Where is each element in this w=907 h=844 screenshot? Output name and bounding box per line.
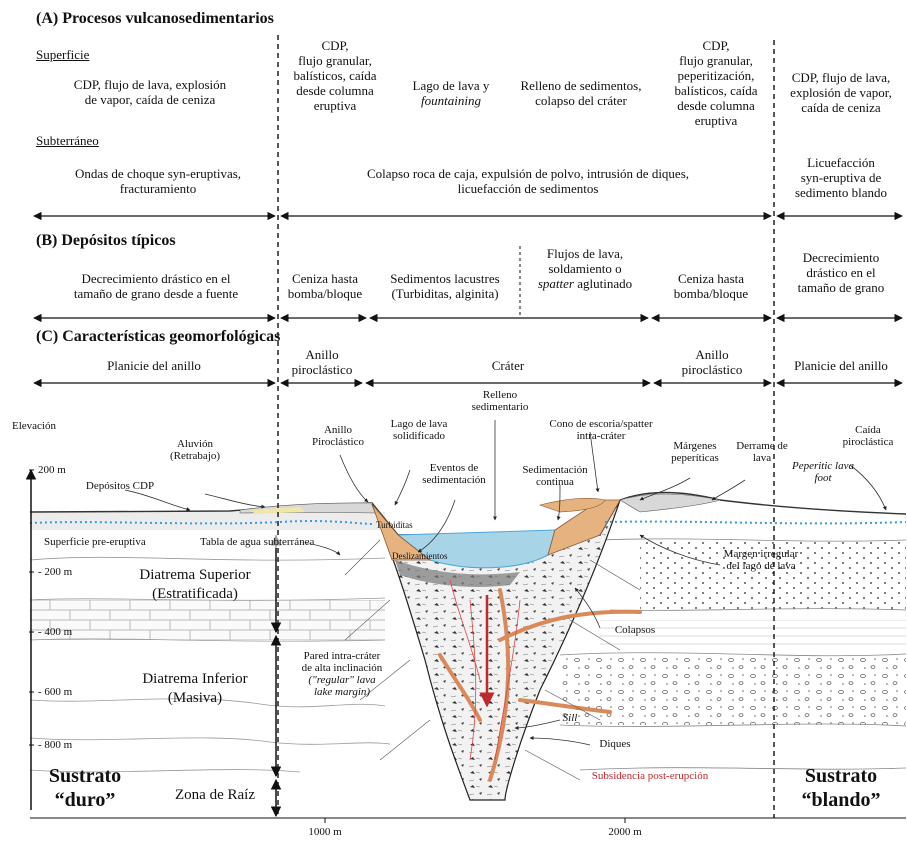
label-cdp: Depósitos CDP: [70, 480, 170, 492]
geo-plain-right: Planicie del anillo: [778, 358, 904, 373]
surface-left-text: CDP, flujo de lava, explosión de vapor, …: [40, 77, 260, 107]
label-diatrema-superior: Diatrema Superior (Estratificada): [120, 566, 270, 604]
label-zona-raiz: Zona de Raíz: [160, 786, 270, 805]
label-tabla: Tabla de agua subterránea: [200, 536, 314, 548]
depth-tick-200: 200 m: [38, 464, 66, 476]
label-superficie: Superficie pre-eruptiva: [44, 536, 146, 548]
label-sill: Sill: [555, 712, 585, 724]
depth-tick-minus-800: - 800 m: [38, 739, 72, 751]
x-tick-2000: 2000 m: [602, 826, 648, 838]
subsurface-right-text: Licuefacción syn-eruptiva de sedimento b…: [778, 155, 904, 200]
elevation-label: Elevación: [12, 420, 56, 432]
geo-crater: Cráter: [366, 358, 650, 373]
label-turbiditas: Turbiditas: [376, 520, 413, 530]
label-deslizamientos: Deslizamientos: [392, 551, 448, 561]
surface-label: Superficie: [36, 47, 89, 62]
label-caida: Caída piroclástica: [830, 424, 906, 448]
section-c-title: (C) Características geomorfológicas: [36, 328, 280, 346]
geo-ring-left: Anillo piroclástico: [282, 347, 362, 377]
depth-tick-minus-400: - 400 m: [38, 626, 72, 638]
label-colapsos: Colapsos: [600, 624, 670, 636]
label-margen-irregular: Margen irregular del lago de lava: [706, 548, 816, 572]
deposits-lacustrine-text: Sedimentos lacustres (Turbiditas, algini…: [372, 271, 518, 301]
label-peperitic: Peperitic lava foot: [778, 460, 868, 484]
label-diques: Diques: [590, 738, 640, 750]
label-sustrato-blando: Sustrato “blando”: [786, 764, 896, 812]
subsurface-label: Subterráneo: [36, 133, 99, 148]
depth-tick-minus-600: - 600 m: [38, 686, 72, 698]
label-diatrema-inferior: Diatrema Inferior (Masiva): [120, 670, 270, 708]
depth-tick-minus-200: - 200 m: [38, 566, 72, 578]
label-aluvion: Aluvión (Retrabajo): [150, 438, 240, 462]
x-tick-1000: 1000 m: [302, 826, 348, 838]
section-a-title: (A) Procesos vulcanosedimentarios: [36, 10, 274, 28]
subsurface-center-text: Colapso roca de caja, expulsión de polvo…: [288, 166, 768, 196]
deposits-ash-left-text: Ceniza hasta bomba/bloque: [282, 271, 368, 301]
geo-plain-left: Planicie del anillo: [36, 358, 272, 373]
deposits-lava-text: Flujos de lava, soldamiento o spatter ag…: [522, 246, 648, 291]
label-relleno: Relleno sedimentario: [455, 389, 545, 413]
surface-lake-text: Lago de lava y fountaining: [396, 78, 506, 108]
label-cono: Cono de escoria/spatter intra-cráter: [536, 418, 666, 442]
label-subsidencia: Subsidencia post-erupción: [570, 770, 730, 782]
label-pared: Pared intra-cráter de alta inclinación (…: [292, 650, 392, 698]
surface-ring-right-text: CDP, flujo granular, peperitización, bal…: [660, 38, 772, 128]
deposits-ash-right-text: Ceniza hasta bomba/bloque: [652, 271, 770, 301]
section-b-title: (B) Depósitos típicos: [36, 232, 176, 250]
label-anillo: Anillo Piroclástico: [298, 424, 378, 448]
geo-ring-right: Anillo piroclástico: [654, 347, 770, 377]
deposits-left-text: Decrecimiento drástico en el tamaño de g…: [36, 271, 276, 301]
label-sustrato-duro: Sustrato “duro”: [30, 764, 140, 812]
subsurface-left-text: Ondas de choque syn-eruptivas, fracturam…: [40, 166, 276, 196]
surface-fill-text: Relleno de sedimentos, colapso del cráte…: [506, 78, 656, 108]
surface-right-text: CDP, flujo de lava, explosión de vapor, …: [778, 70, 904, 115]
surface-ring-left-text: CDP, flujo granular, balísticos, caída d…: [282, 38, 388, 113]
deposits-right-text: Decrecimiento drástico en el tamaño de g…: [778, 250, 904, 295]
label-eventos: Eventos de sedimentación: [404, 462, 504, 486]
label-sedimentacion-continua: Sedimentación continua: [505, 464, 605, 488]
label-lago-solidificado: Lago de lava solidificado: [374, 418, 464, 442]
